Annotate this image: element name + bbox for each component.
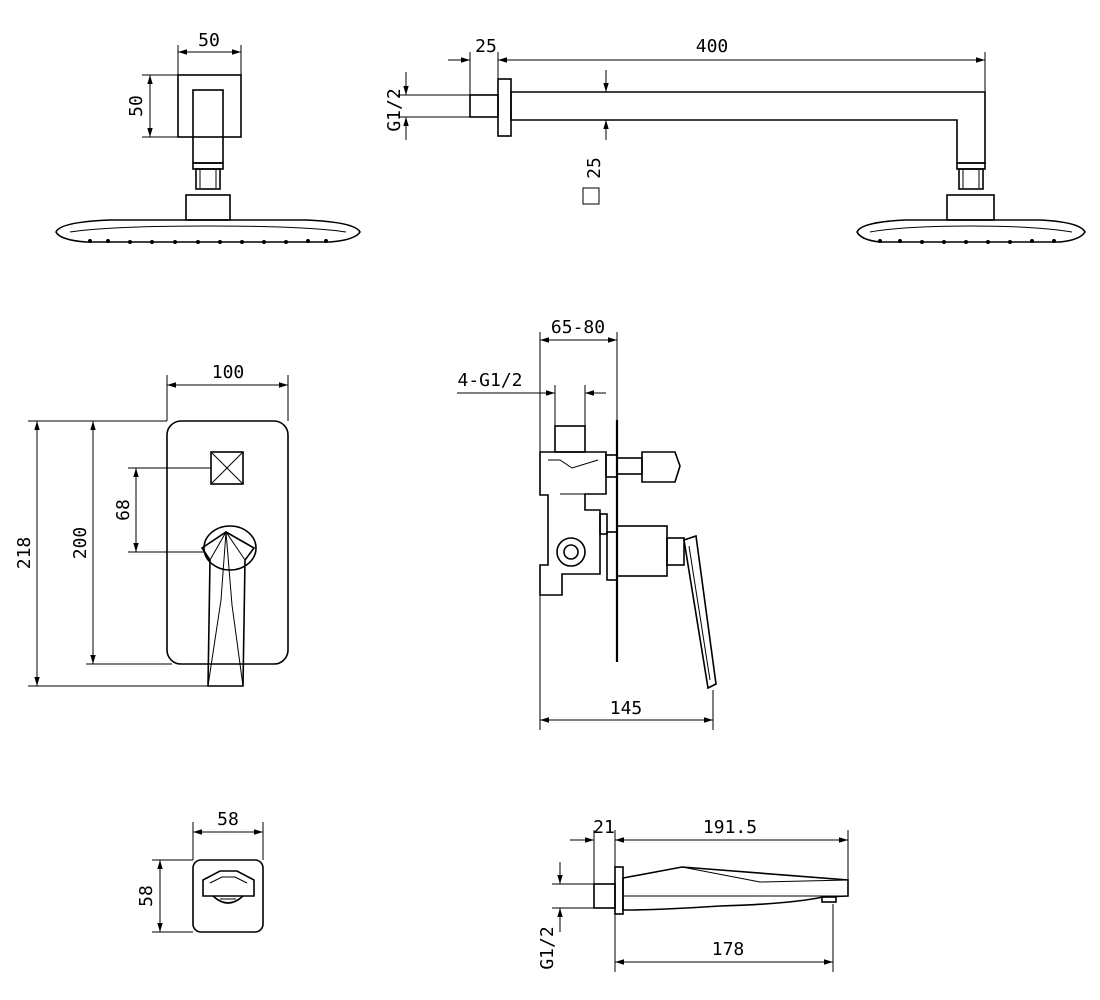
nozzle-dots-2 [878,239,1056,244]
arm-length-label: 400 [696,36,729,57]
mixer-centers-label: 68 [113,499,134,521]
nozzle-dots [88,239,328,244]
spout-projection-label: 178 [712,939,745,960]
spout-length-label: 191.5 [703,817,757,838]
arm-side-width-label: 50 [198,30,220,51]
arm-side-height-label: 50 [126,95,147,117]
mixer-body-depth-label: 65-80 [551,317,605,338]
spout-thread-label: G1/2 [537,926,558,969]
arm-side-view: 50 50 [55,30,361,244]
arm-front-view: 25 400 G1/2 25 [384,36,1086,244]
mixer-front-view: 100 218 200 68 [14,362,289,687]
arm-tube-section-label: 25 [584,157,605,179]
square-section-symbol [582,187,600,205]
spout-flange-label: 21 [593,817,615,838]
mixer-side-view: 65-80 4-G1/2 145 [457,317,717,730]
mixer-width-label: 100 [212,362,245,383]
escutcheon-view: 58 58 [136,809,264,933]
escutcheon-width-label: 58 [217,809,239,830]
arm-flange-depth-label: 25 [475,36,497,57]
mixer-total-depth-label: 145 [610,698,643,719]
spout-view: 21 191.5 178 G1/2 [537,817,849,972]
mixer-overall-height-label: 218 [14,537,35,570]
mixer-connections-label: 4-G1/2 [457,370,522,391]
mixer-plate-height-label: 200 [70,527,91,560]
arm-thread-label: G1/2 [384,88,405,131]
escutcheon-height-label: 58 [136,885,157,907]
